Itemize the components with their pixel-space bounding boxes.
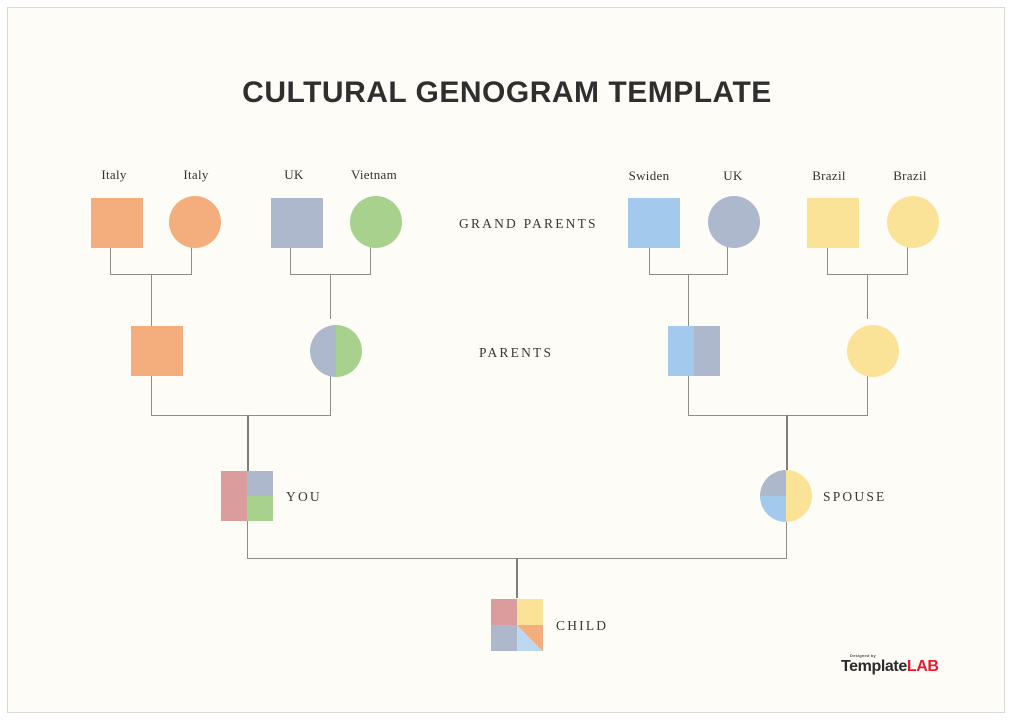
node-you[interactable] <box>221 471 273 521</box>
page-title: CULTURAL GENOGRAM TEMPLATE <box>242 76 772 109</box>
connector-gp7-down <box>827 241 828 274</box>
node-segment-bottom-right <box>247 496 273 521</box>
node-segment-bottom-right-split <box>517 625 543 651</box>
node-grandparent-uk-female[interactable] <box>708 196 760 248</box>
node-grandparent-vietnam-female[interactable] <box>350 196 402 248</box>
label-you: YOU <box>286 489 322 504</box>
node-grandparent-brazil-male[interactable] <box>807 198 859 248</box>
connector-union-d-drop <box>867 274 868 319</box>
connector-parentC-down <box>688 376 689 415</box>
node-segment-left <box>310 325 336 377</box>
caption-gp-3: UK <box>284 167 304 182</box>
node-parent-mother-left[interactable] <box>310 325 362 377</box>
connector-gp4-down <box>370 241 371 274</box>
node-parent-mother-right[interactable] <box>847 325 899 377</box>
caption-gp-5: Swiden <box>628 168 670 183</box>
caption-gp-2: Italy <box>183 167 209 182</box>
node-grandparent-italy-female[interactable] <box>169 196 221 248</box>
connector-gp6-down <box>727 241 728 274</box>
caption-gp-4: Vietnam <box>350 167 398 182</box>
connector-union-left <box>151 415 331 416</box>
label-child: CHILD <box>556 618 609 633</box>
caption-gp-1: Italy <box>101 167 127 182</box>
node-grandparent-uk-male[interactable] <box>271 198 323 248</box>
node-child[interactable] <box>491 599 543 651</box>
node-spouse[interactable] <box>760 470 812 522</box>
connector-gp3-down <box>290 241 291 274</box>
connector-union-c-drop <box>688 274 689 326</box>
node-segment-bottom-left <box>760 496 786 522</box>
connector-you-up <box>247 415 249 474</box>
node-segment-right <box>336 325 362 377</box>
connector-union-b-drop <box>330 274 331 319</box>
connector-union-a-drop <box>151 274 152 340</box>
page-canvas: CULTURAL GENOGRAM TEMPLATE GRAND PARENTS… <box>7 7 1005 713</box>
logo-wordmark: TemplateLAB <box>841 658 939 676</box>
logo-superscript: Designed by <box>850 653 876 658</box>
templatelab-logo[interactable]: Designed by TemplateLAB <box>841 653 951 679</box>
connector-spouse-up <box>786 415 788 474</box>
node-segment-top-left <box>491 599 517 625</box>
connector-gp2-down <box>191 241 192 274</box>
node-segment-top-right <box>247 471 273 496</box>
node-grandparent-brazil-female[interactable] <box>887 196 939 248</box>
caption-gp-7: Brazil <box>812 168 846 183</box>
tier-label-grandparents: GRAND PARENTS <box>459 216 598 231</box>
tier-label-parents: PARENTS <box>479 345 554 360</box>
node-segment-top-right <box>517 599 543 625</box>
node-segment-right <box>786 470 812 522</box>
node-parent-father-right[interactable] <box>668 326 720 376</box>
connector-parentA-down <box>151 368 152 415</box>
node-segment-left <box>668 326 694 376</box>
node-segment-left <box>221 471 247 521</box>
connector-gp1-down <box>110 241 111 274</box>
connector-gp8-down <box>907 241 908 274</box>
connector-you-down <box>247 519 248 558</box>
connector-parentD-down <box>867 376 868 415</box>
caption-gp-6: UK <box>723 168 743 183</box>
connector-gp5-down <box>649 241 650 274</box>
connector-union-right <box>688 415 868 416</box>
connector-spouse-down <box>786 519 787 558</box>
node-grandparent-swiden-male[interactable] <box>628 198 680 248</box>
connector-child-up <box>516 558 518 598</box>
caption-gp-8: Brazil <box>893 168 927 183</box>
logo-word-template: Template <box>841 658 907 675</box>
connector-parentB-down <box>330 376 331 415</box>
node-grandparent-italy-male[interactable] <box>91 198 143 248</box>
node-segment-top-left <box>760 470 786 496</box>
label-spouse: SPOUSE <box>823 489 887 504</box>
node-segment-bottom-left <box>491 625 517 651</box>
logo-word-lab: LAB <box>906 658 939 675</box>
node-parent-father-left[interactable] <box>131 326 183 376</box>
node-segment-right <box>694 326 720 376</box>
